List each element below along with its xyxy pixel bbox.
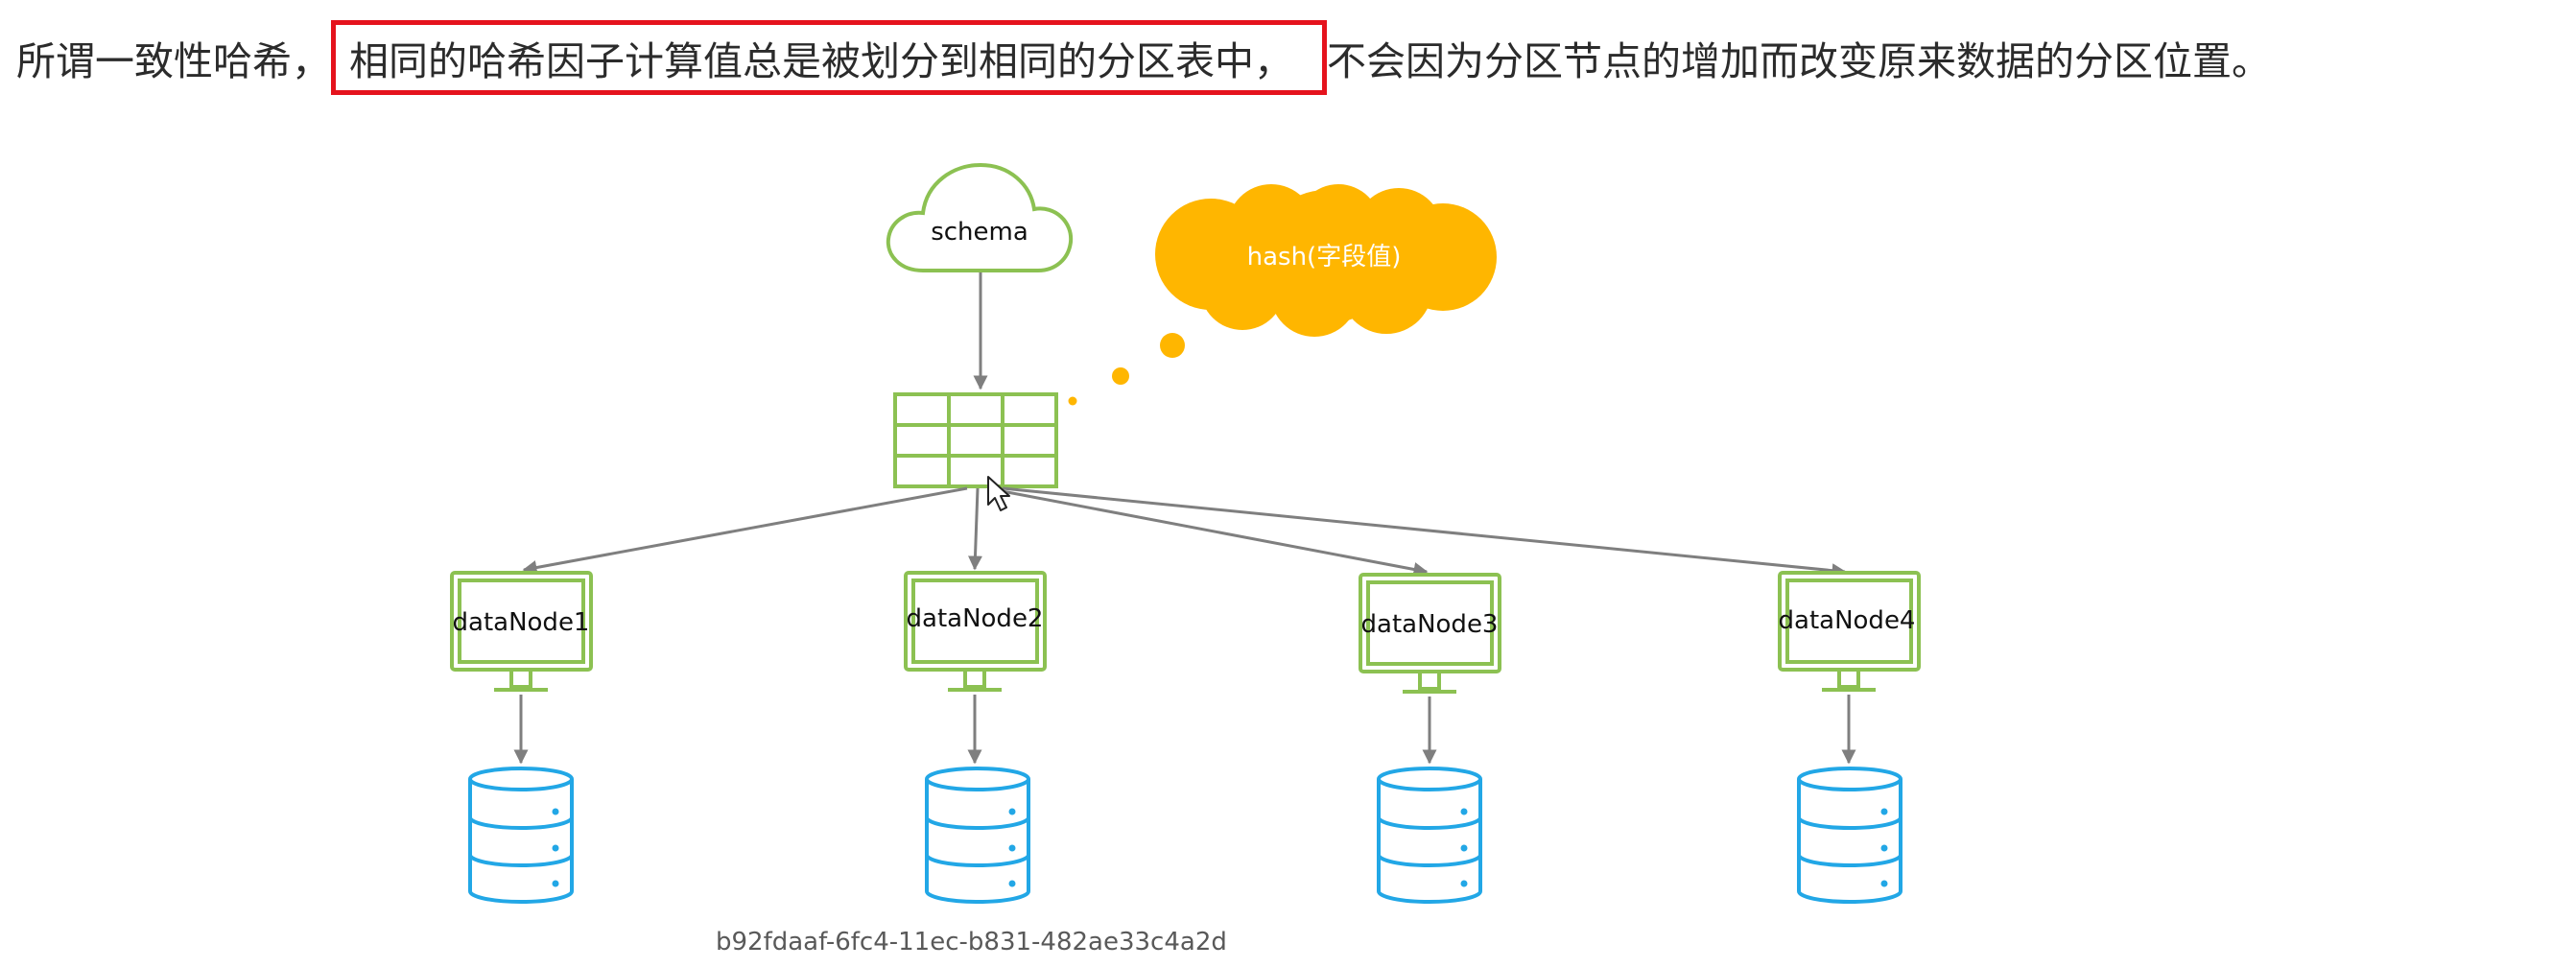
sentence-prefix: 所谓一致性哈希，	[16, 38, 331, 84]
arrow-to-node4	[1002, 486, 1847, 578]
database-icon	[1377, 767, 1482, 904]
database-icon	[1797, 767, 1902, 904]
database-icon	[468, 767, 574, 904]
arrow-to-node2	[967, 487, 982, 571]
node-label: dataNode4	[1779, 606, 1916, 635]
arrow-to-node3	[991, 487, 1429, 577]
node-label: dataNode2	[907, 604, 1044, 633]
thought-cloud-icon	[1155, 184, 1497, 337]
mouse-cursor-icon	[987, 476, 1010, 511]
highlight-box: 相同的哈希因子计算值总是被划分到相同的分区表中，	[331, 20, 1327, 95]
table-grid-icon	[893, 392, 1058, 488]
distribution-arrows	[522, 486, 1847, 578]
node-label: dataNode1	[453, 608, 590, 637]
data-node-1: dataNode1	[450, 571, 593, 904]
monitor-icon	[904, 571, 1047, 692]
data-node-3: dataNode3	[1359, 573, 1501, 904]
monitor-icon	[450, 571, 593, 692]
data-node-4: dataNode4	[1778, 571, 1921, 904]
bubble-medium	[1112, 367, 1129, 385]
monitor-icon	[1359, 573, 1501, 694]
watermark-id: b92fdaaf-6fc4-11ec-b831-482ae33c4a2d	[716, 928, 1227, 956]
bubble-small	[1068, 396, 1077, 406]
monitor-icon	[1778, 571, 1921, 692]
hash-cloud: hash(字段值)	[1155, 184, 1497, 337]
schema-cloud: schema	[886, 162, 1074, 272]
data-node-2: dataNode2	[904, 571, 1047, 904]
cloud-icon	[886, 162, 1074, 272]
thought-bubbles	[1068, 333, 1185, 406]
intro-sentence: 所谓一致性哈希， 相同的哈希因子计算值总是被划分到相同的分区表中， 不会因为分区…	[16, 20, 2271, 95]
hash-label: hash(字段值)	[1247, 243, 1402, 272]
node-label: dataNode3	[1361, 610, 1499, 639]
bubble-large	[1160, 333, 1185, 358]
sentence-suffix: 不会因为分区节点的增加而改变原来数据的分区位置。	[1327, 38, 2271, 84]
schema-label: schema	[931, 218, 1028, 247]
arrow-to-node1	[522, 486, 968, 575]
database-icon	[925, 767, 1030, 904]
sentence-highlight: 相同的哈希因子计算值总是被划分到相同的分区表中，	[349, 38, 1293, 84]
